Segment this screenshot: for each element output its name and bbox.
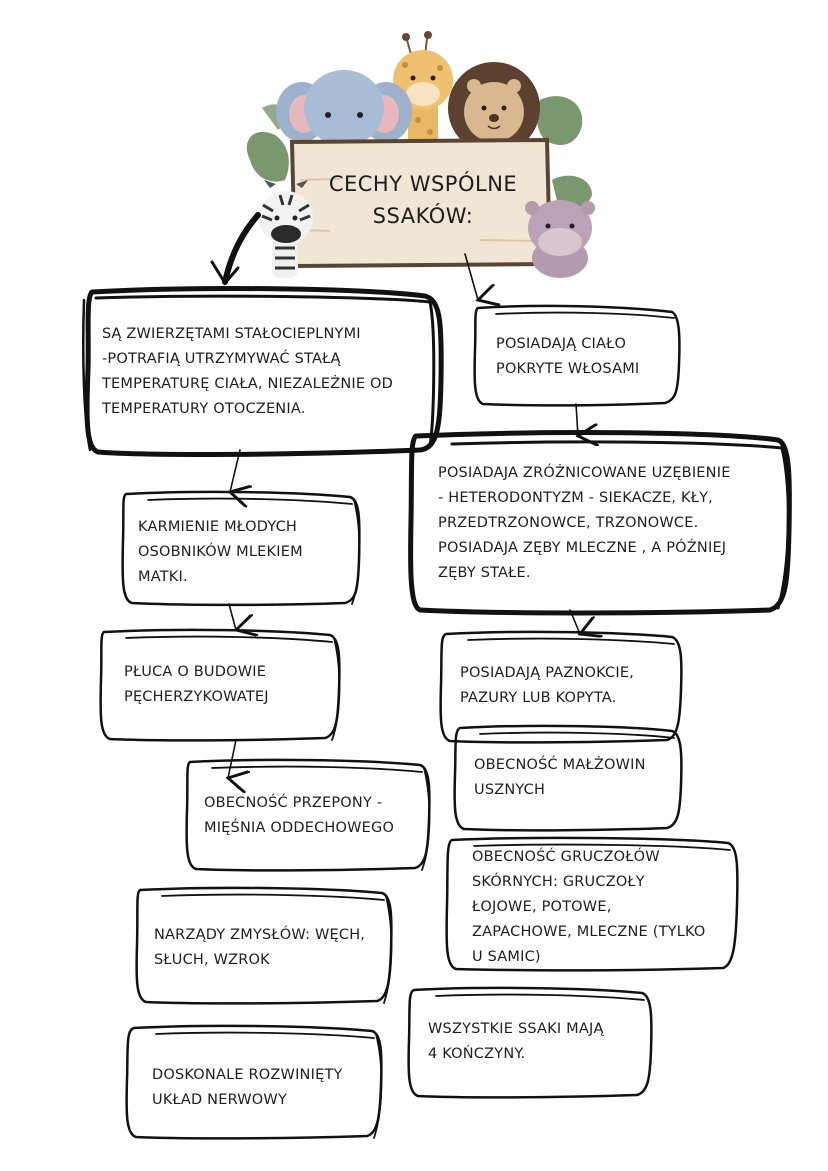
node-senses: NARZĄDY ZMYSŁÓW: WĘCH, SŁUCH, WZROK — [154, 910, 389, 986]
node-text: POSIADAJĄ PAZNOKCIE, PAZURY LUB KOPYTA. — [460, 665, 635, 706]
node-diaphragm: OBECNOŚĆ PRZEPONY - MIĘŚNIA ODDECHOWEGO — [204, 780, 424, 852]
hippo-icon — [525, 200, 595, 278]
node-milk-feeding: KARMIENIE MŁODYCH OSOBNIKÓW MLEKIEM MATK… — [138, 508, 353, 596]
elephant-icon — [276, 70, 412, 160]
node-text: OBECNOŚĆ MAŁŻOWIN USZNYCH — [474, 757, 646, 798]
node-lungs: PŁUCA O BUDOWIE PĘCHERZYKOWATEJ — [124, 650, 334, 720]
node-nails: POSIADAJĄ PAZNOKCIE, PAZURY LUB KOPYTA. — [460, 656, 675, 716]
node-teeth: POSIADAJA ZRÓŻNICOWANE UZĘBIENIE - HETER… — [438, 458, 783, 588]
node-text: WSZYSTKIE SSAKI MAJĄ 4 KOŃCZYNY. — [428, 1021, 604, 1062]
node-text: OBECNOŚĆ PRZEPONY - MIĘŚNIA ODDECHOWEGO — [204, 795, 395, 836]
node-hair: POSIADAJĄ CIAŁO POKRYTE WŁOSAMI — [496, 326, 676, 388]
connector-arrows — [210, 212, 580, 778]
node-text: SĄ ZWIERZĘTAMI STAŁOCIEPLNYMI -POTRAFIĄ … — [102, 326, 394, 417]
zebra-icon — [259, 180, 313, 278]
node-limbs: WSZYSTKIE SSAKI MAJĄ 4 KOŃCZYNY. — [428, 1010, 646, 1074]
page-title: CECHY WSPÓLNE SSAKÓW: — [328, 172, 518, 228]
node-text: DOSKONALE ROZWINIĘTY UKŁAD NERWOWY — [152, 1067, 343, 1108]
node-text: POSIADAJĄ CIAŁO POKRYTE WŁOSAMI — [496, 336, 640, 377]
node-text: OBECNOŚĆ GRUCZOŁÓW SKÓRNYCH: GRUCZOŁY ŁO… — [472, 848, 706, 965]
node-glands: OBECNOŚĆ GRUCZOŁÓW SKÓRNYCH: GRUCZOŁY ŁO… — [472, 846, 734, 968]
lion-icon — [448, 62, 540, 154]
header-illustration — [246, 31, 595, 278]
node-nervous-system: DOSKONALE ROZWINIĘTY UKŁAD NERWOWY — [152, 1050, 377, 1126]
arrow-title-to-warm-blooded — [222, 212, 261, 285]
box-outlines — [82, 286, 792, 1140]
node-text: KARMIENIE MŁODYCH OSOBNIKÓW MLEKIEM MATK… — [138, 518, 303, 585]
node-text: PŁUCA O BUDOWIE PĘCHERZYKOWATEJ — [124, 664, 269, 705]
node-text: POSIADAJA ZRÓŻNICOWANE UZĘBIENIE - HETER… — [438, 464, 731, 581]
node-warm-blooded: SĄ ZWIERZĘTAMI STAŁOCIEPLNYMI -POTRAFIĄ … — [102, 312, 437, 432]
node-ears: OBECNOŚĆ MAŁŻOWIN USZNYCH — [474, 748, 674, 808]
node-text: NARZĄDY ZMYSŁÓW: WĘCH, SŁUCH, WZROK — [154, 927, 366, 968]
